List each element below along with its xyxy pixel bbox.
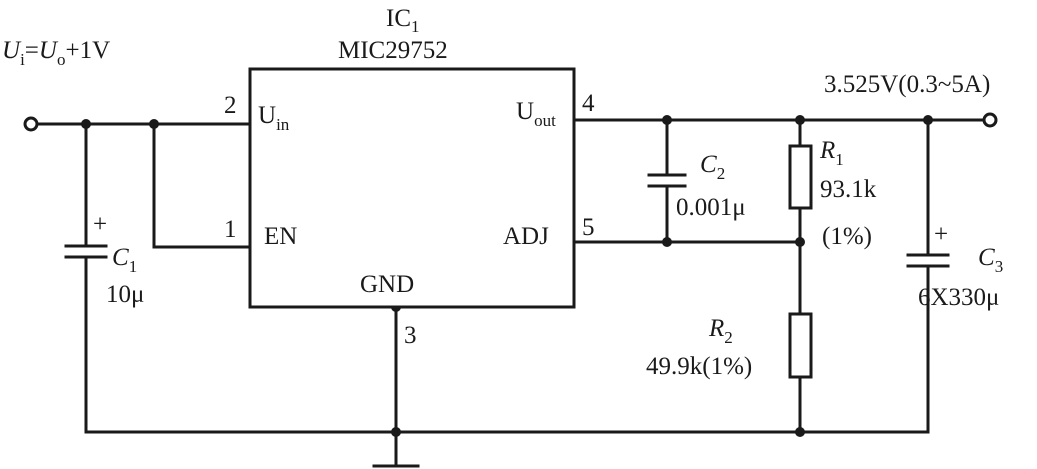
output-terminal: [982, 112, 998, 128]
r1-ref-label: R1: [819, 137, 844, 169]
c2-ref-label: C2: [700, 151, 725, 183]
pin-label-adj: ADJ: [503, 223, 549, 250]
pin-label-uin: Uin: [258, 102, 290, 134]
c3-polarity-mark: +: [934, 221, 948, 248]
junction-dot: [662, 115, 672, 125]
junction-dot: [795, 237, 805, 247]
ic-part-number: MIC29752: [338, 37, 448, 64]
junction-dot: [923, 115, 933, 125]
capacitor-c2: C2 0.001μ: [647, 151, 746, 221]
ic-body: [248, 67, 576, 309]
c1-polarity-mark: +: [93, 211, 107, 238]
c1-value-label: 10μ: [106, 281, 144, 308]
output-voltage-label: 3.525V(0.3~5A): [824, 71, 990, 98]
capacitor-c1: + C1 10μ: [64, 211, 144, 308]
junction-dot: [149, 119, 159, 129]
c2-value-label: 0.001μ: [676, 194, 746, 221]
junction-dot: [391, 427, 401, 437]
ic-ref-label: IC1: [386, 5, 420, 36]
c3-value-label: 6X330μ: [918, 284, 999, 311]
r1-tolerance-label: (1%): [822, 223, 872, 250]
junction-dot: [795, 115, 805, 125]
pin-number-uout: 4: [582, 90, 595, 117]
pin-label-gnd: GND: [360, 271, 414, 298]
junctions: [81, 115, 933, 437]
junction-dot: [81, 119, 91, 129]
pin-number-adj: 5: [582, 214, 595, 241]
pin-label-uout: Uout: [516, 98, 556, 130]
input-terminal: [23, 116, 39, 132]
r1-value-label: 93.1k: [820, 176, 877, 203]
r1-body: [788, 144, 813, 210]
r2-body: [788, 312, 813, 379]
c3-ref-label: C3: [978, 244, 1003, 276]
resistor-r2: R2 49.9k(1%): [646, 312, 813, 380]
input-voltage-label: Ui=Uo+1V: [2, 37, 110, 69]
r2-ref-label: R2: [708, 315, 733, 347]
junction-dot: [795, 427, 805, 437]
pin-number-en: 1: [224, 216, 237, 243]
resistor-r1: R1 93.1k (1%): [788, 137, 877, 250]
r2-value-label: 49.9k(1%): [646, 353, 752, 380]
junction-dot: [662, 237, 672, 247]
pin-number-gnd: 3: [404, 322, 417, 349]
pin-number-uin: 2: [224, 92, 237, 119]
capacitor-c3: + C3 6X330μ: [906, 221, 1003, 311]
c1-ref-label: C1: [112, 244, 137, 276]
pin-label-en: EN: [264, 223, 297, 250]
